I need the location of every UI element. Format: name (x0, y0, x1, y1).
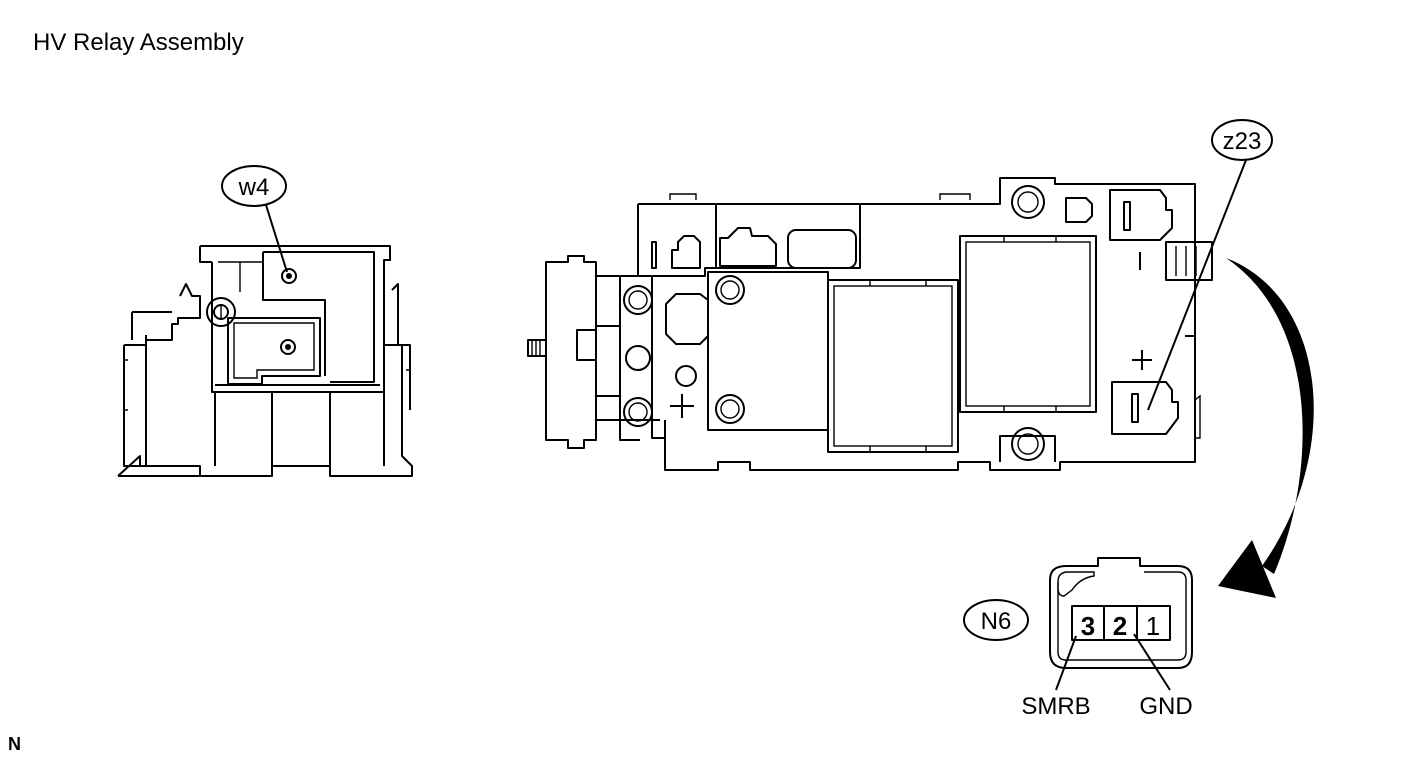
corner-mark: N (8, 734, 21, 754)
pin-label-gnd: GND (1139, 693, 1192, 720)
curved-arrow (1218, 258, 1314, 598)
pin-1: 1 (1146, 611, 1160, 641)
relay-side-view (117, 245, 413, 477)
relay-top-view (527, 177, 1213, 471)
diagram-title: HV Relay Assembly (33, 29, 244, 56)
pin-3: 3 (1081, 611, 1095, 641)
pin-2: 2 (1113, 611, 1127, 641)
connector-n6: N6 3 2 1 SMRB GND (963, 557, 1193, 720)
pin-label-smrb: SMRB (1021, 693, 1090, 720)
callout-n6-label: N6 (981, 608, 1012, 635)
callout-w4-label: w4 (238, 174, 270, 201)
callout-w4: w4 (221, 165, 288, 273)
callout-z23-label: z23 (1223, 128, 1262, 155)
callout-z23: z23 (1147, 119, 1273, 411)
